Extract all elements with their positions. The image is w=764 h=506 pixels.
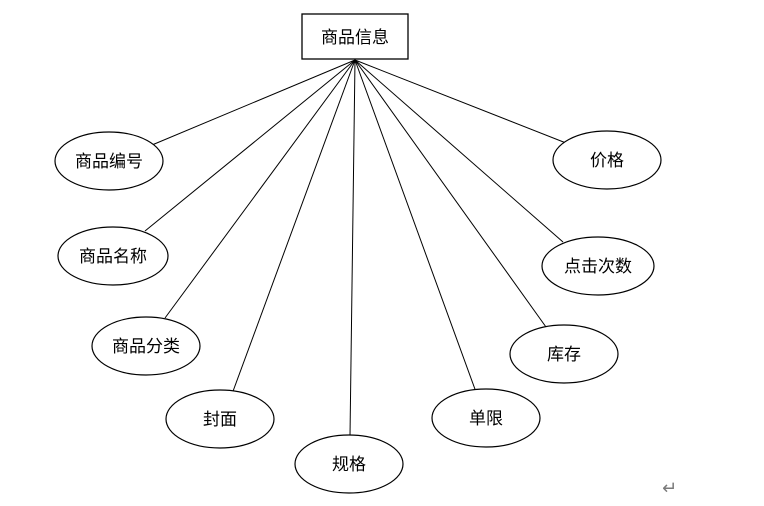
connector-line (354, 59, 564, 243)
paragraph-mark-icon: ↵ (662, 478, 677, 499)
attribute-label: 商品编号 (75, 152, 143, 172)
attribute-node: 点击次数 (541, 236, 655, 296)
connector-line (349, 59, 356, 437)
attribute-label: 商品名称 (79, 247, 147, 267)
connector-line (231, 59, 356, 395)
connector-line (151, 59, 356, 146)
attribute-node: 库存 (509, 324, 619, 384)
attribute-label: 库存 (547, 345, 581, 365)
attribute-node: 商品编号 (54, 131, 164, 191)
entity-box: 商品信息 (301, 13, 409, 60)
connector-line (164, 59, 356, 319)
attribute-label: 封面 (203, 410, 237, 430)
attribute-node: 价格 (552, 130, 662, 190)
connector-line (144, 59, 356, 232)
attribute-label: 价格 (590, 151, 624, 171)
connector-line (354, 59, 567, 144)
attribute-node: 封面 (165, 389, 275, 449)
attribute-label: 规格 (332, 455, 366, 475)
attribute-node: 商品名称 (57, 226, 169, 286)
connector-lines (144, 59, 567, 437)
attribute-node: 单限 (431, 388, 541, 448)
connector-line (354, 59, 547, 328)
attribute-label: 单限 (469, 409, 503, 429)
attribute-node: 规格 (294, 434, 404, 494)
attribute-label: 点击次数 (564, 257, 632, 277)
entity-label: 商品信息 (321, 28, 389, 48)
connector-line (354, 59, 477, 393)
attribute-label: 商品分类 (112, 337, 180, 357)
attribute-node: 商品分类 (91, 316, 201, 376)
